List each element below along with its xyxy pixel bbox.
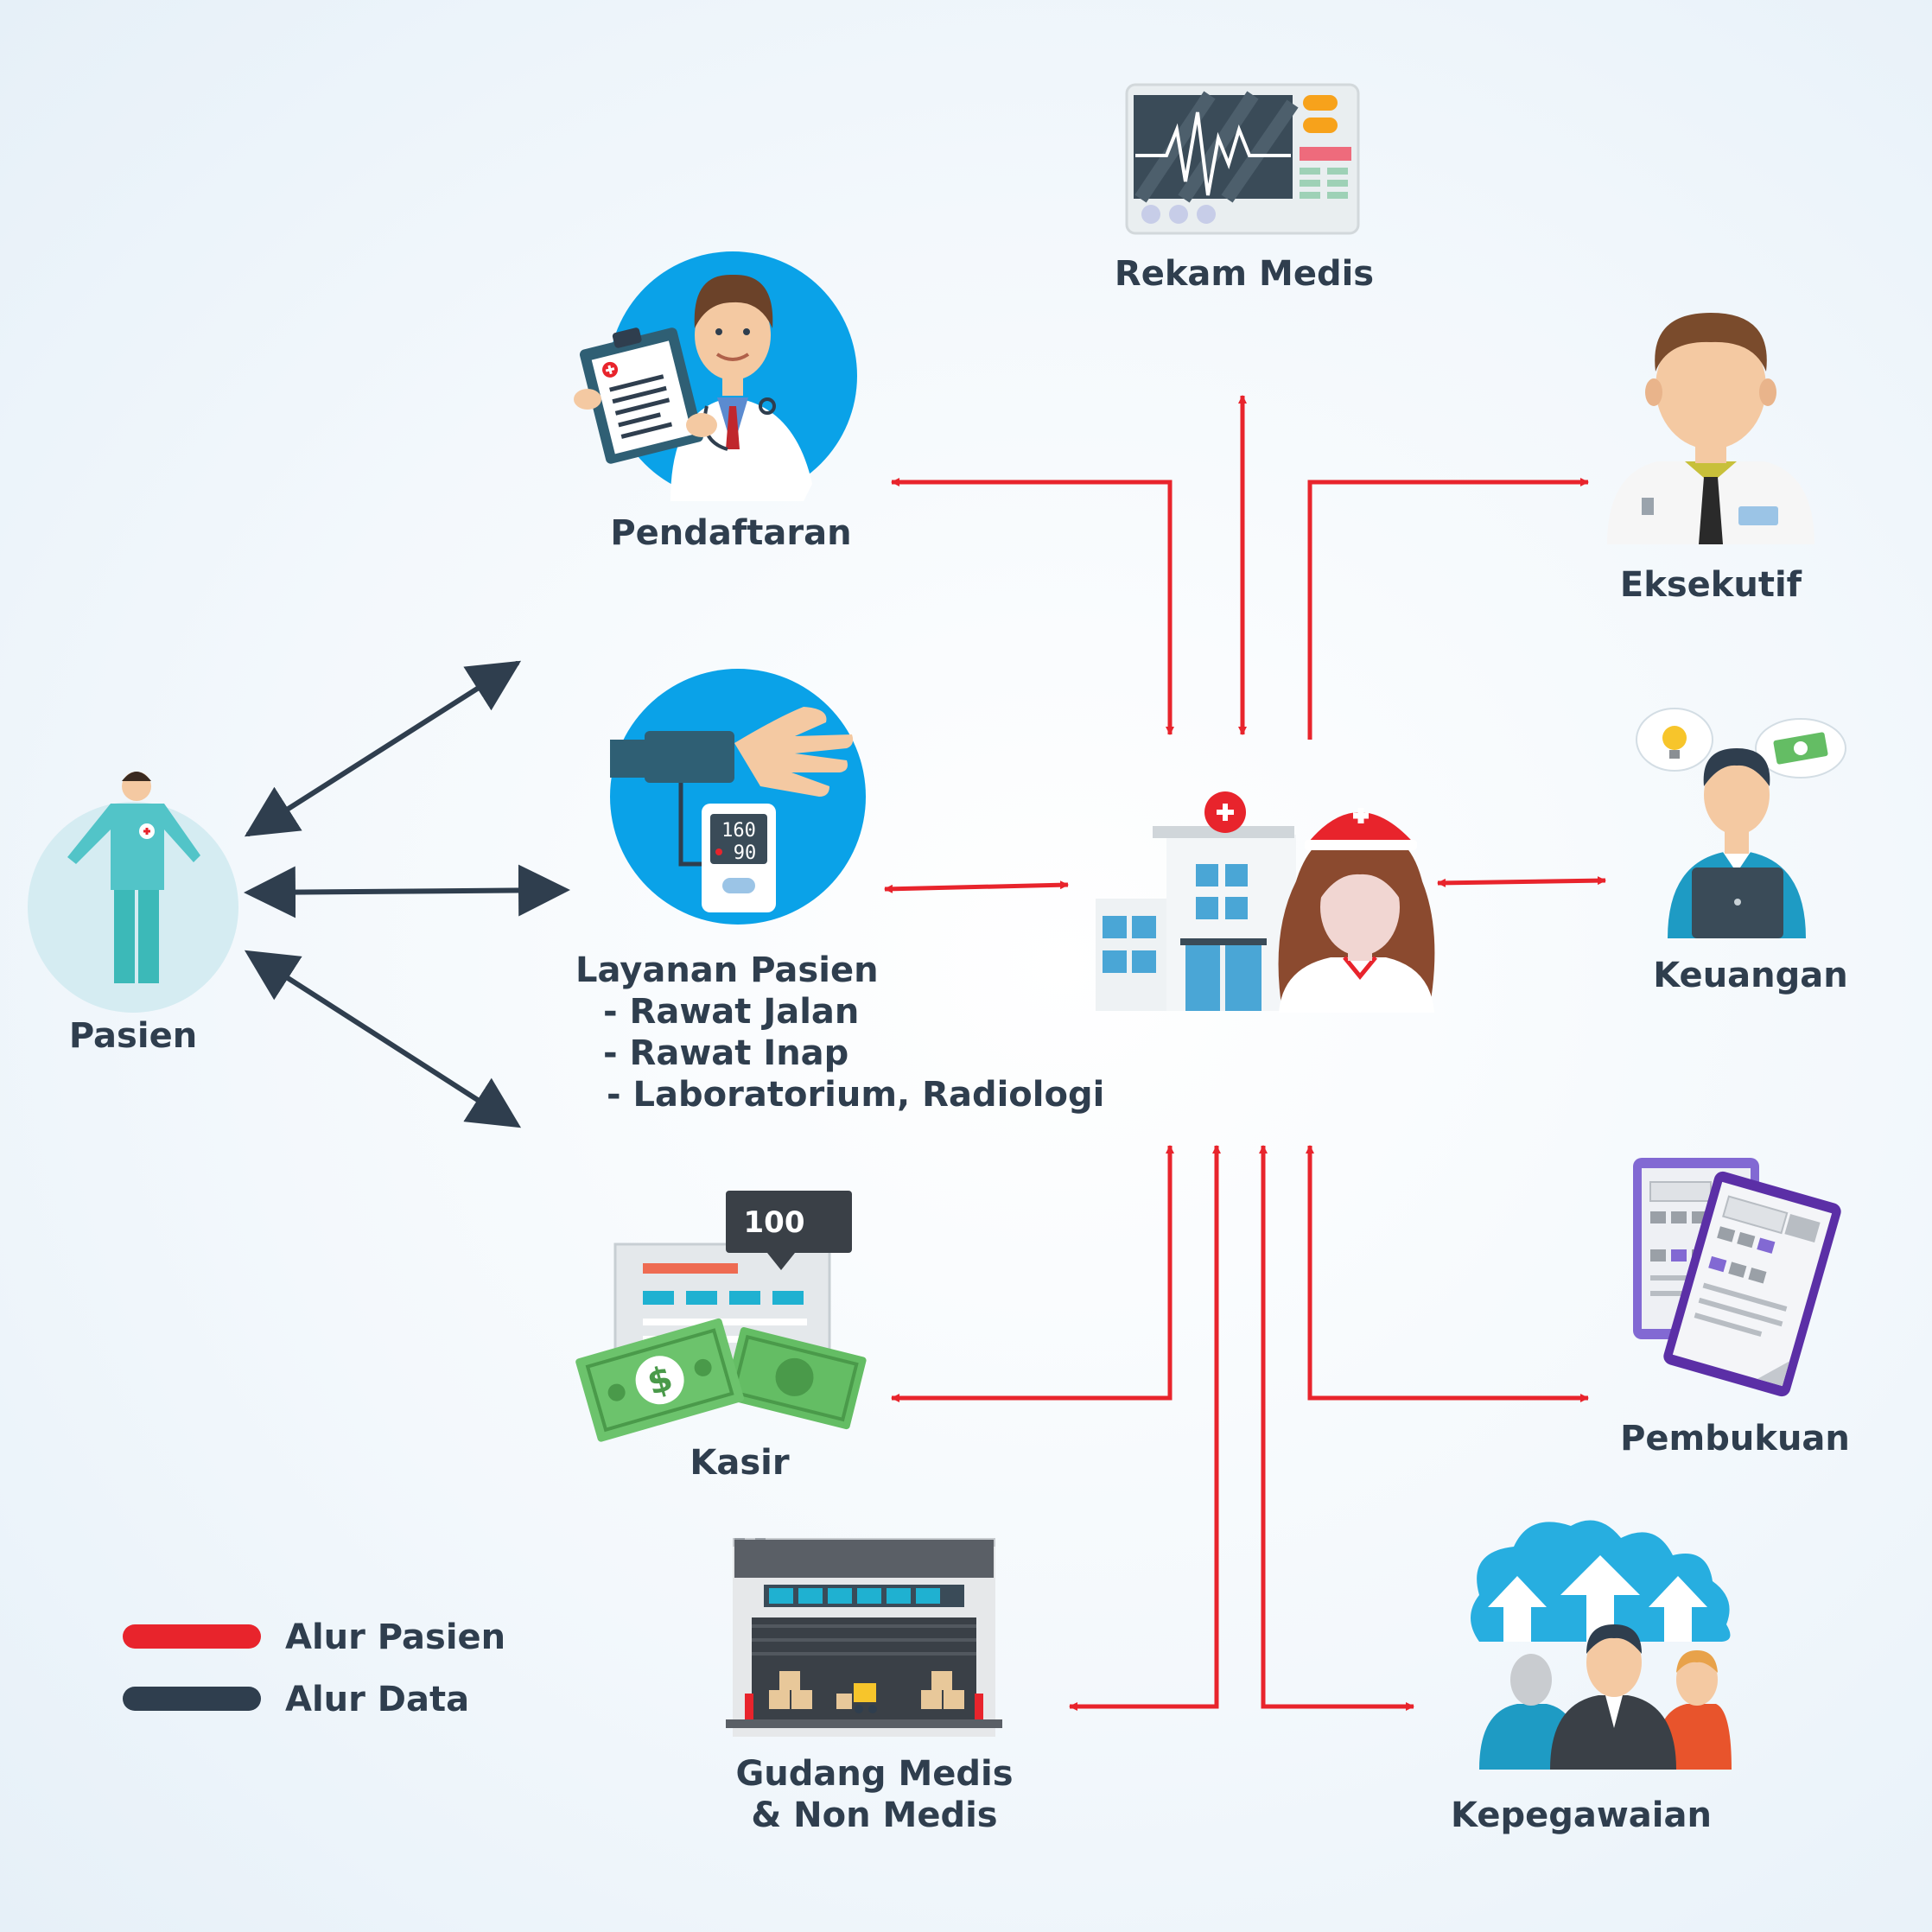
arrow-hub-kepegawaian bbox=[1259, 1145, 1414, 1711]
gudang-label-line2: & Non Medis bbox=[751, 1795, 997, 1835]
legend-swatch-alur-pasien bbox=[123, 1624, 261, 1649]
kasir-badge-value: 100 bbox=[744, 1205, 805, 1240]
staff-cloud-icon bbox=[1471, 1520, 1732, 1770]
legend-swatch-alur-data bbox=[123, 1687, 261, 1711]
arrow-layanan-hub bbox=[884, 880, 1069, 893]
layanan-pasien-label: Layanan Pasien bbox=[575, 950, 879, 990]
patient-icon bbox=[28, 772, 238, 1013]
rekam-medis-label: Rekam Medis bbox=[1115, 254, 1374, 294]
layanan-sub-lab-radiologi: - Laboratorium, Radiologi bbox=[607, 1075, 1104, 1115]
pendaftaran-label: Pendaftaran bbox=[610, 513, 851, 553]
doctor-clipboard-icon bbox=[574, 251, 857, 501]
heart-monitor-icon bbox=[1125, 83, 1360, 235]
arrow-pasien-kasir bbox=[244, 950, 522, 1128]
arrow-hub-pembukuan bbox=[1306, 1145, 1589, 1402]
arrow-pasien-layanan bbox=[244, 864, 570, 918]
monitor-top-value: 160 bbox=[721, 820, 756, 842]
warehouse-icon bbox=[726, 1538, 1002, 1737]
arrow-hub-keuangan bbox=[1437, 876, 1606, 887]
kepegawaian-label: Kepegawaian bbox=[1451, 1795, 1712, 1835]
kasir-label: Kasir bbox=[690, 1443, 790, 1483]
cashier-money-icon: 100 $ bbox=[575, 1191, 867, 1442]
layanan-sub-rawat-jalan: - Rawat Jalan bbox=[603, 992, 859, 1032]
arrow-hub-gudang bbox=[1069, 1145, 1221, 1711]
legend-label-alur-pasien: Alur Pasien bbox=[285, 1617, 505, 1657]
legend-label-alur-data: Alur Data bbox=[285, 1680, 469, 1719]
finance-laptop-icon bbox=[1636, 708, 1846, 938]
eksekutif-label: Eksekutif bbox=[1620, 565, 1802, 605]
documents-icon bbox=[1633, 1158, 1841, 1397]
pembukuan-label: Pembukuan bbox=[1620, 1419, 1850, 1459]
hospital-nurse-icon bbox=[1096, 791, 1435, 1013]
arrow-hub-kasir bbox=[891, 1145, 1174, 1402]
patient-flow-arrows bbox=[884, 395, 1606, 1711]
blood-pressure-icon: 160 90 bbox=[610, 669, 866, 925]
legend: Alur Pasien Alur Data bbox=[123, 1617, 505, 1719]
arrow-hub-pendaftaran bbox=[891, 478, 1174, 735]
monitor-bottom-value: 90 bbox=[734, 842, 757, 864]
layanan-sub-rawat-inap: - Rawat Inap bbox=[603, 1033, 848, 1073]
pasien-label: Pasien bbox=[69, 1016, 197, 1056]
arrow-pasien-pendaftaran bbox=[244, 660, 522, 837]
data-flow-arrows bbox=[244, 660, 570, 1128]
gudang-label-line1: Gudang Medis bbox=[735, 1754, 1013, 1794]
executive-icon bbox=[1607, 313, 1814, 544]
keuangan-label: Keuangan bbox=[1653, 956, 1847, 995]
arrow-hub-eksekutif bbox=[1307, 478, 1589, 740]
